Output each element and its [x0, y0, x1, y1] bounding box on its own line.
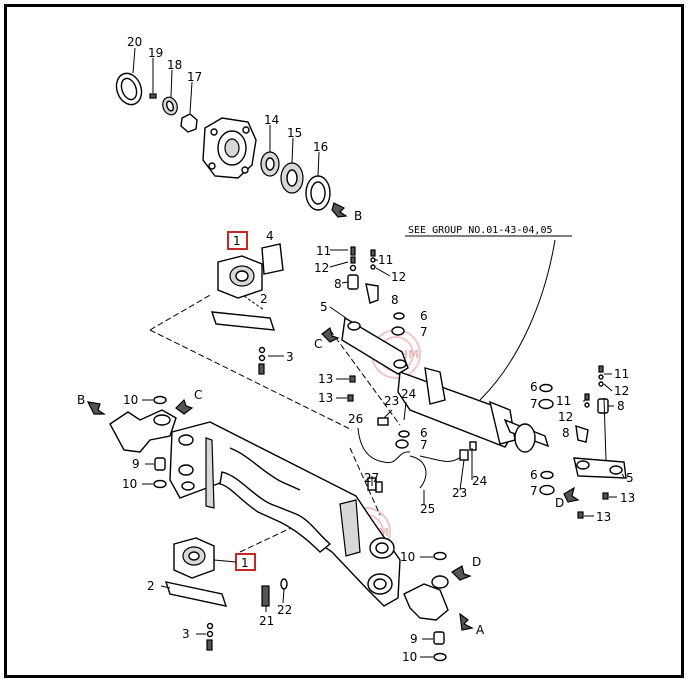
- hose-25: [409, 455, 427, 489]
- label-2-bottom: 2: [147, 579, 155, 593]
- axle-frame: [169, 421, 401, 607]
- label-b-left: B: [77, 393, 85, 407]
- label-1-bottom: 1: [241, 556, 249, 570]
- label-7b: 7: [420, 438, 428, 452]
- label-13b: 13: [318, 391, 333, 405]
- label-11a: 11: [316, 244, 331, 258]
- arrow-d-right: [563, 486, 580, 503]
- label-13a: 13: [318, 372, 333, 386]
- hub-assembly: [115, 72, 348, 218]
- label-6a: 6: [420, 309, 428, 323]
- callout-labels: 20 19 18 17 14 15 16 B 1 4 2 3 11 12 11 …: [77, 35, 635, 664]
- arrow-b-left: [86, 401, 106, 415]
- label-8b: 8: [391, 293, 399, 307]
- screw-19: [149, 93, 157, 99]
- label-a: A: [476, 623, 485, 637]
- label-10a: 10: [123, 393, 138, 407]
- plate-2-lower: [164, 581, 228, 607]
- nut-17: [180, 113, 198, 133]
- leaders-hub: [132, 47, 320, 177]
- arrow-a: [459, 612, 474, 631]
- label-5-right: 5: [626, 471, 634, 485]
- label-25: 25: [420, 502, 435, 516]
- group-reference-text: SEE GROUP NO.01-43-04,05: [408, 225, 553, 236]
- label-10b: 10: [122, 477, 137, 491]
- label-24-top: 24: [401, 387, 416, 401]
- highlight-box-top: [227, 231, 248, 250]
- shim-4: [261, 243, 284, 275]
- label-8a: 8: [334, 277, 342, 291]
- label-20: 20: [127, 35, 142, 49]
- label-c-top: C: [314, 337, 322, 351]
- label-2-top: 2: [260, 292, 268, 306]
- label-17: 17: [187, 70, 202, 84]
- label-9a: 9: [132, 457, 140, 471]
- label-12a: 12: [314, 261, 329, 275]
- hose-26: [357, 427, 385, 463]
- label-14: 14: [264, 113, 279, 127]
- label-13d: 13: [596, 510, 611, 524]
- label-11d: 11: [556, 394, 571, 408]
- label-24-bottom: 24: [472, 474, 487, 488]
- arrow-c-top: [321, 326, 340, 343]
- label-10c: 10: [400, 550, 415, 564]
- label-d-right: D: [555, 496, 564, 510]
- assembly-lines: [149, 235, 572, 553]
- plate-2: [210, 311, 276, 331]
- label-22: 22: [277, 603, 292, 617]
- label-6b: 6: [420, 426, 428, 440]
- label-8d: 8: [562, 426, 570, 440]
- label-6d: 6: [530, 468, 538, 482]
- label-8c: 8: [617, 399, 625, 413]
- label-19: 19: [148, 46, 163, 60]
- label-13c: 13: [620, 491, 635, 505]
- knuckle-right: [403, 583, 449, 621]
- upper-mount: [210, 231, 284, 375]
- label-15: 15: [287, 126, 302, 140]
- label-7d: 7: [530, 484, 538, 498]
- tie-rod-5-top: [341, 316, 409, 375]
- label-10d: 10: [402, 650, 417, 664]
- label-26: 26: [348, 412, 363, 426]
- label-3-bottom: 3: [182, 627, 190, 641]
- right-side-parts: [538, 365, 609, 519]
- arrow-d-bottom: [451, 565, 472, 581]
- lower-mount: [164, 537, 288, 651]
- label-5-top: 5: [320, 300, 328, 314]
- label-b-top: B: [354, 209, 362, 223]
- label-12c: 12: [614, 384, 629, 398]
- label-23-top: 23: [384, 394, 399, 408]
- label-1-top: 1: [233, 234, 241, 248]
- label-6c: 6: [530, 380, 538, 394]
- label-11c: 11: [614, 367, 629, 381]
- label-12b: 12: [391, 270, 406, 284]
- label-3-top: 3: [286, 350, 294, 364]
- label-4: 4: [266, 229, 274, 243]
- arrow-b-top: [331, 202, 348, 218]
- label-23-bottom: 23: [452, 486, 467, 500]
- left-knuckle: [86, 395, 194, 489]
- label-12d: 12: [558, 410, 573, 424]
- label-d-bottom: D: [472, 555, 481, 569]
- label-7c: 7: [530, 397, 538, 411]
- label-9b: 9: [410, 632, 418, 646]
- label-11b: 11: [378, 253, 393, 267]
- leaders-misc: [142, 249, 625, 658]
- arrow-c-left: [175, 398, 194, 415]
- label-c-left: C: [194, 388, 202, 402]
- label-7a: 7: [420, 325, 428, 339]
- label-16: 16: [313, 140, 328, 154]
- right-knuckle: [403, 551, 474, 662]
- label-18: 18: [167, 58, 182, 72]
- label-21: 21: [259, 614, 274, 628]
- steering-cylinder: [321, 246, 627, 479]
